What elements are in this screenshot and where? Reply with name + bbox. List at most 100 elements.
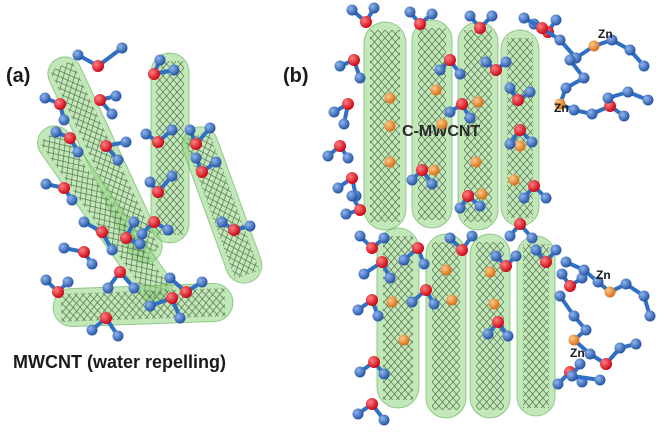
hydrogen-atom — [106, 244, 118, 256]
oxygen-atom — [366, 242, 378, 254]
oxygen-atom — [120, 232, 132, 244]
hydrogen-atom — [86, 324, 98, 336]
oxygen-atom — [190, 138, 202, 150]
hydrogen-atom — [368, 2, 380, 14]
hydrogen-atom — [86, 258, 98, 270]
zinc-atom — [508, 174, 520, 186]
oxygen-atom — [148, 216, 160, 228]
hydrogen-atom — [120, 136, 132, 148]
hydrogen-atom — [72, 49, 84, 61]
hydrogen-atom — [372, 310, 384, 322]
zinc-atom — [588, 40, 600, 52]
zinc-atom — [470, 156, 482, 168]
oxygen-atom — [100, 312, 112, 324]
hydrogen-atom — [560, 82, 572, 94]
hydrogen-atom — [644, 310, 656, 322]
panel-b: C-MWCNT (b) Zn Zn Zn Zn — [283, 2, 656, 426]
hydrogen-atom — [406, 296, 418, 308]
oxygen-atom — [412, 242, 424, 254]
hydrogen-atom — [58, 242, 70, 254]
zinc-atom — [472, 96, 484, 108]
zinc-atom — [428, 164, 440, 176]
hydrogen-atom — [338, 118, 350, 130]
zinc-atom — [440, 264, 452, 276]
hydrogen-atom — [102, 282, 114, 294]
hydrogen-atom — [66, 194, 78, 206]
hydrogen-atom — [136, 228, 148, 240]
oxygen-atom — [78, 246, 90, 258]
hydrogen-atom — [332, 182, 344, 194]
c-mwcnt-label: C-MWCNT — [402, 123, 480, 140]
panel-b-label: (b) — [283, 65, 309, 87]
nanotube — [516, 235, 556, 417]
hydrogen-atom — [486, 10, 498, 22]
hydrogen-atom — [164, 272, 176, 284]
hydrogen-atom — [638, 60, 650, 72]
zn-label: Zn — [598, 27, 613, 41]
hydrogen-atom — [524, 86, 536, 98]
hydrogen-atom — [378, 368, 390, 380]
oxygen-atom — [414, 18, 426, 30]
hydrogen-atom — [166, 170, 178, 182]
hydrogen-atom — [580, 324, 592, 336]
hydrogen-atom — [40, 178, 52, 190]
hydrogen-atom — [144, 300, 156, 312]
oxygen-atom — [420, 284, 432, 296]
hydrogen-atom — [50, 126, 62, 138]
hydrogen-atom — [62, 276, 74, 288]
hydrogen-atom — [216, 216, 228, 228]
hydrogen-atom — [190, 152, 202, 164]
oxygen-atom — [342, 98, 354, 110]
oxygen-atom — [514, 124, 526, 136]
hydrogen-atom — [346, 190, 358, 202]
nanotube-group-a — [37, 52, 263, 327]
hydrogen-atom — [474, 200, 486, 212]
hydrogen-atom — [384, 272, 396, 284]
hydrogen-atom — [464, 10, 476, 22]
hydrogen-atom — [352, 408, 364, 420]
hydrogen-atom — [642, 94, 654, 106]
oxygen-atom — [416, 164, 428, 176]
zn-label: Zn — [570, 346, 585, 360]
zinc-atom — [476, 188, 488, 200]
hydrogen-atom — [342, 152, 354, 164]
hydrogen-atom — [72, 146, 84, 158]
zinc-atom — [384, 156, 396, 168]
zinc-atom — [384, 120, 396, 132]
oxygen-atom — [500, 260, 512, 272]
hydrogen-atom — [340, 208, 352, 220]
hydrogen-atom — [504, 82, 516, 94]
hydrogen-atom — [518, 12, 530, 24]
hydrogen-atom — [404, 6, 416, 18]
zinc-atom — [398, 334, 410, 346]
nanotube — [181, 126, 263, 284]
hydrogen-atom — [444, 232, 456, 244]
hydrogen-atom — [510, 250, 522, 262]
hydrogen-atom — [144, 176, 156, 188]
hydrogen-atom — [454, 202, 466, 214]
hydrogen-atom — [166, 124, 178, 136]
oxygen-atom — [96, 226, 108, 238]
hydrogen-atom — [110, 90, 122, 102]
panel-a-label: (a) — [6, 65, 30, 87]
oxygen-atom — [368, 356, 380, 368]
hydrogen-atom — [40, 274, 52, 286]
zinc-atom — [484, 266, 496, 278]
hydrogen-atom — [560, 256, 572, 268]
hydrogen-atom — [346, 4, 358, 16]
nanotube — [425, 233, 467, 419]
hydrogen-atom — [490, 250, 502, 262]
oxygen-atom — [490, 64, 502, 76]
hydrogen-atom — [354, 366, 366, 378]
hydrogen-atom — [134, 238, 146, 250]
hydrogen-atom — [426, 8, 438, 20]
hydrogen-atom — [168, 64, 180, 76]
zinc-atom — [488, 298, 500, 310]
hydrogen-atom — [434, 64, 446, 76]
hydrogen-atom — [398, 254, 410, 266]
zinc-atom — [604, 286, 616, 298]
hydrogen-atom — [444, 106, 456, 118]
oxygen-atom — [94, 94, 106, 106]
hydrogen-atom — [112, 154, 124, 166]
hydrogen-atom — [526, 232, 538, 244]
